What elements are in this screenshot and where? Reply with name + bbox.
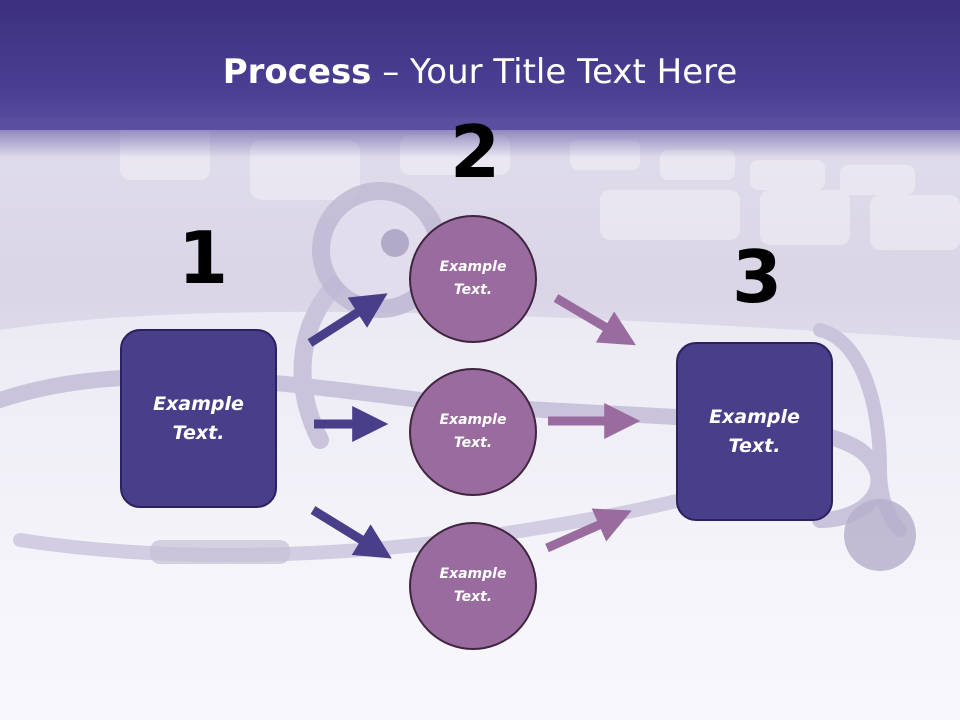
step-number-1: 1 (178, 216, 229, 300)
arrow-left-to-bottom (310, 506, 392, 559)
circle-middle: Example Text. (409, 368, 537, 496)
circle-middle-text: Example Text. (439, 412, 507, 451)
right-box-text: Example Text. (709, 405, 800, 457)
arrow-bottom-to-right (545, 508, 632, 553)
left-process-box: Example Text. (120, 329, 277, 508)
title-banner (0, 0, 960, 130)
circle-bottom: Example Text. (409, 522, 537, 650)
slide-title-rest: – Your Title Text Here (371, 52, 738, 92)
slide-title: Process – Your Title Text Here (0, 52, 960, 92)
right-process-box: Example Text. (676, 342, 833, 521)
title-banner-fade (0, 118, 960, 158)
circle-top: Example Text. (409, 215, 537, 343)
arrow-left-to-top (307, 293, 388, 347)
left-box-text: Example Text. (153, 392, 244, 444)
slide-title-bold: Process (222, 52, 372, 92)
step-number-3: 3 (732, 235, 783, 319)
arrow-top-to-right (553, 294, 636, 346)
step-number-2: 2 (450, 110, 501, 194)
circle-bottom-text: Example Text. (439, 566, 507, 605)
circle-top-text: Example Text. (439, 259, 507, 298)
